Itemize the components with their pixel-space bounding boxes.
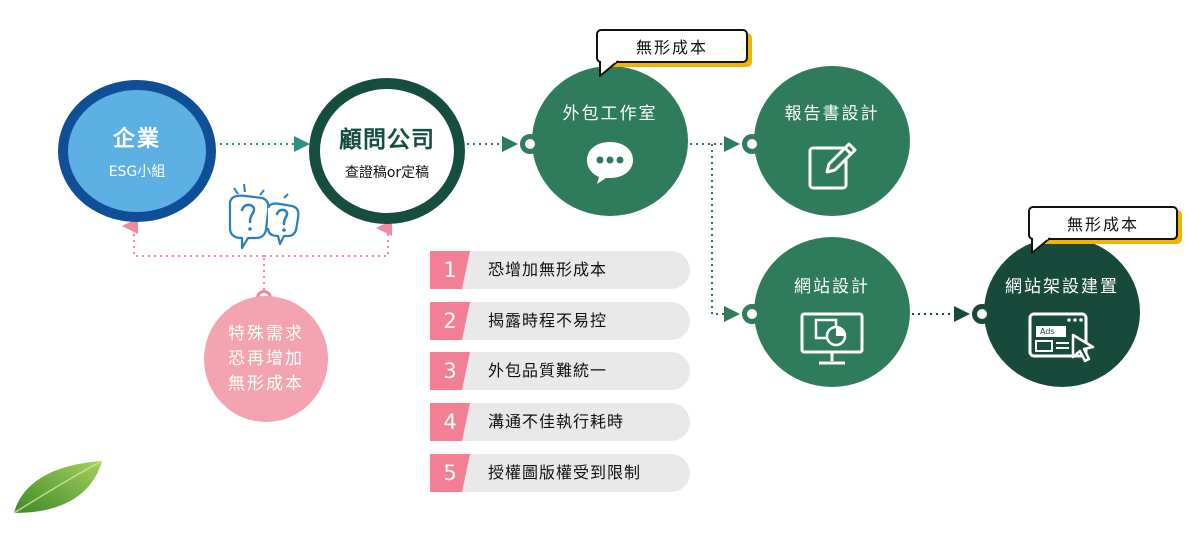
risk-item-text: 溝通不佳執行耗時 (488, 412, 625, 431)
consultant-node: 顧問公司 查證稿or定稿 (309, 78, 465, 224)
website-node: 網站設計 (754, 237, 910, 387)
studio-cost-text: 無形成本 (635, 38, 708, 57)
connector-studio-website (711, 144, 740, 322)
website-title: 網站設計 (794, 277, 870, 297)
chat-bubble-icon (583, 138, 637, 190)
question-bubbles-icon (222, 182, 306, 258)
risk-item-bar (452, 352, 690, 390)
website-connector-dot (742, 304, 762, 324)
risk-item: 1 恐增加無形成本 (430, 251, 690, 289)
enterprise-title: 企業 (112, 127, 161, 152)
risk-item-text: 揭露時程不易控 (488, 311, 608, 330)
report-title: 報告書設計 (784, 104, 880, 124)
build-cost-text: 無形成本 (1066, 215, 1139, 234)
risk-item-bar (452, 251, 690, 289)
risk-item: 4 溝通不佳執行耗時 (430, 403, 690, 441)
special-line-1: 特殊需求 (228, 323, 304, 344)
report-connector-dot (742, 134, 762, 154)
risk-item-text: 恐增加無形成本 (488, 260, 608, 279)
enterprise-node: 企業 ESG小組 (58, 80, 216, 222)
risk-item: 2 揭露時程不易控 (430, 302, 690, 340)
consultant-title: 顧問公司 (339, 127, 435, 153)
build-title: 網站架設建置 (1005, 277, 1119, 297)
build-connector-dot (972, 304, 992, 324)
build-cost-callout: 無形成本 (1028, 206, 1178, 240)
build-node: 網站架設建置 Ads (984, 237, 1140, 387)
edit-document-icon (805, 138, 859, 196)
ads-label: Ads (1040, 327, 1055, 336)
studio-cost-callout: 無形成本 (596, 29, 748, 63)
ads-window-cursor-icon: Ads (1027, 311, 1097, 363)
special-needs-node: 特殊需求 恐再增加 無形成本 (204, 296, 328, 422)
risk-item: 5 授權圖版權受到限制 (430, 454, 690, 492)
studio-node: 外包工作室 (532, 66, 688, 216)
special-line-3: 無形成本 (228, 373, 304, 394)
build-callout-tail (1031, 237, 1051, 254)
special-line-2: 恐再增加 (228, 348, 304, 369)
risk-item-text: 授權圖版權受到限制 (488, 463, 642, 482)
risk-item-text: 外包品質難統一 (488, 361, 608, 380)
studio-callout-tail (599, 60, 619, 77)
studio-title: 外包工作室 (562, 104, 658, 124)
risk-item: 3 外包品質難統一 (430, 352, 690, 390)
enterprise-subtitle: ESG小組 (108, 164, 166, 180)
consultant-subtitle: 查證稿or定稿 (344, 165, 430, 181)
leaf-icon (10, 455, 110, 523)
connector-special-enterprise (122, 218, 264, 257)
monitor-chart-icon (799, 311, 865, 371)
studio-connector-dot (520, 134, 540, 154)
report-node: 報告書設計 (754, 66, 910, 216)
risk-item-bar (452, 454, 690, 492)
risk-item-bar (452, 302, 690, 340)
risk-item-bar (452, 403, 690, 441)
